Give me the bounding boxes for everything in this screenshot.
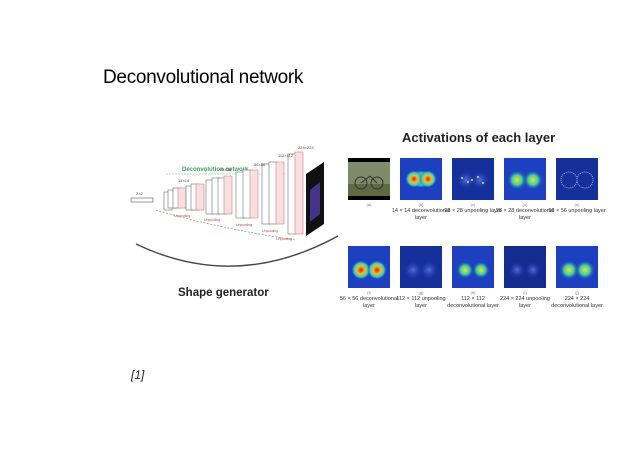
- panel-index: (i): [523, 290, 527, 295]
- panel-caption: 14 × 14 deconvolutional layer: [391, 208, 451, 221]
- panel-caption: 56 × 56 unpooling layer: [548, 208, 606, 214]
- deconvolution-network-figure: Deconvolution network 2×2 14×14 28×28 56…: [126, 140, 344, 310]
- activation-tile: [348, 246, 390, 288]
- network-diagram: Deconvolution network 2×2 14×14 28×28 56…: [130, 145, 339, 299]
- panel-caption: 28 × 28 unpooling layer: [444, 208, 502, 214]
- size-label: 56×56: [254, 162, 266, 167]
- activation-tile: [504, 158, 546, 200]
- shape-generator-caption: Shape generator: [178, 287, 269, 299]
- size-label: 112×112: [278, 153, 294, 158]
- panel-caption: 224 × 224 deconvolutional layer: [551, 296, 603, 309]
- activation-tile: [400, 158, 442, 200]
- panel-caption: 28 × 28 deconvolutional layer: [495, 208, 555, 221]
- unpooling-label: Unpooling: [236, 223, 252, 227]
- size-label: 14×14: [178, 178, 190, 183]
- activation-tile: [452, 158, 494, 200]
- size-label: 2×2: [136, 191, 144, 196]
- panel-index: (b): [418, 202, 424, 207]
- citation-reference: [1]: [131, 368, 145, 382]
- activation-tile: [556, 246, 598, 288]
- panel-index: (c): [470, 202, 476, 207]
- activations-figure: Activations of each layer: [340, 128, 608, 336]
- panel-caption: 112 × 112 unpooling layer: [396, 296, 446, 309]
- activation-tile: [504, 246, 546, 288]
- panel-index: (a): [366, 202, 372, 207]
- panel-index: (g): [418, 290, 424, 295]
- slide-title: Deconvolutional network: [103, 67, 304, 88]
- panel-caption: 56 × 56 deconvolutional layer: [339, 296, 399, 309]
- panel-index: (e): [574, 202, 580, 207]
- panel-index: (j): [575, 290, 579, 295]
- network-header: Deconvolution network: [182, 167, 249, 173]
- panel-index: (h): [470, 290, 476, 295]
- activation-tile: [452, 246, 494, 288]
- unpooling-label: Unpooling: [204, 218, 220, 222]
- unpooling-label: Unpooling: [262, 229, 278, 233]
- size-label: 28×28: [220, 167, 232, 172]
- panel-caption: 112 × 112 deconvolutional layer: [447, 296, 499, 309]
- activations-title: Activations of each layer: [402, 130, 556, 145]
- activation-tile: [556, 158, 598, 200]
- activation-tile: [400, 246, 442, 288]
- size-label: 224×224: [298, 145, 314, 150]
- input-image-tile: [348, 158, 390, 200]
- unpooling-label: Unpooling: [276, 237, 292, 241]
- panel-index: (f): [367, 290, 371, 295]
- unpooling-label: Unpooling: [174, 214, 190, 218]
- panel-index: (d): [522, 202, 528, 207]
- panel-caption: 224 × 224 unpooling layer: [499, 296, 550, 309]
